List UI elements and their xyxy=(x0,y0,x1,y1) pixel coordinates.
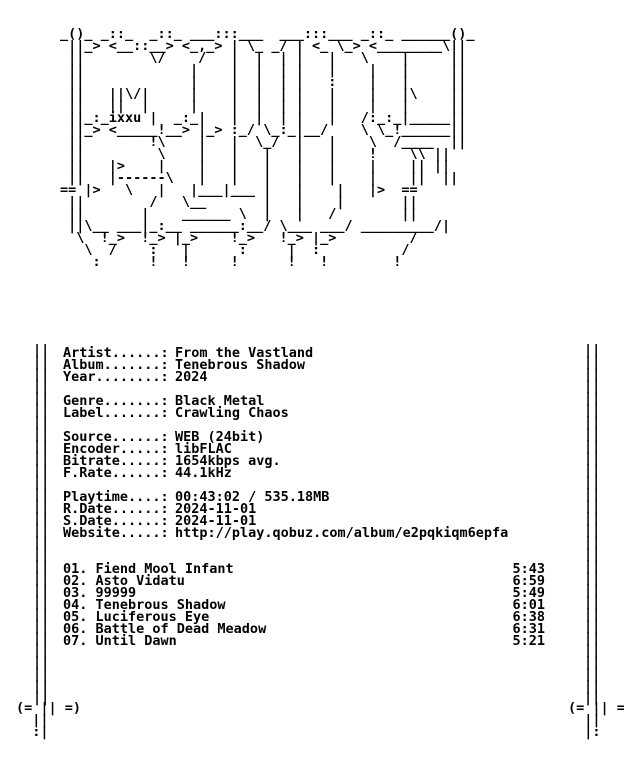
track-duration: 6:38 xyxy=(512,609,545,625)
year-value: 2024 xyxy=(175,369,208,385)
track-title: 06. Battle of Dead Meadow xyxy=(63,621,267,637)
tracklist: 01. Fiend Mool Infant 5:43 02. Asto Vidat… xyxy=(63,561,545,649)
track-title: 07. Until Dawn xyxy=(63,633,177,649)
website-link[interactable]: http://play.qobuz.com/album/e2pqkiqm6epf… xyxy=(175,525,509,541)
encoder-key: Encoder.....: xyxy=(63,441,169,457)
frate-value: 44.1kHz xyxy=(175,465,232,481)
left-rail-foot: (= || =) || :| xyxy=(16,700,82,740)
frate-key: F.Rate......: xyxy=(63,465,169,481)
track-title: 01. Fiend Mool Infant xyxy=(63,561,234,577)
rdate-row: R.Date......: 2024-11-01 xyxy=(63,501,563,517)
track-row: 06. Battle of Dead Meadow 6:31 xyxy=(63,621,545,637)
track-title: 03. 99999 xyxy=(63,585,137,601)
bitrate-key: Bitrate.....: xyxy=(63,453,169,469)
source-row: Source......: WEB (24bit) xyxy=(63,429,563,445)
track-title: 02. Asto Vidatu xyxy=(63,573,185,589)
album-value: Tenebrous Shadow xyxy=(175,357,306,373)
track-duration: 6:01 xyxy=(512,597,545,613)
track-row: 07. Until Dawn 5:21 xyxy=(63,633,545,649)
track-row: 04. Tenebrous Shadow 6:01 xyxy=(63,597,545,613)
track-duration: 5:49 xyxy=(512,585,545,601)
ascii-art-logo: _()_ _::_ _::_ ___:::___ ___:::___ _::_ … xyxy=(60,26,475,270)
bitrate-row: Bitrate.....: 1654kbps avg. xyxy=(63,453,563,469)
website-row: Website.....: http://play.qobuz.com/album… xyxy=(63,525,563,541)
right-rail-foot: (= || =) || |: xyxy=(568,700,624,740)
track-row: 01. Fiend Mool Infant 5:43 xyxy=(63,561,545,577)
encoder-value: libFLAC xyxy=(175,441,232,457)
track-title: 05. Luciferous Eye xyxy=(63,609,210,625)
source-value: WEB (24bit) xyxy=(175,429,265,445)
track-duration: 5:21 xyxy=(512,633,545,649)
left-border-rail: || || || || || || || || || || || || || |… xyxy=(33,342,50,706)
artist-key: Artist......: xyxy=(63,345,169,361)
track-duration: 6:59 xyxy=(512,573,545,589)
genre-row: Genre.......: Black Metal xyxy=(63,393,563,409)
track-title: 04. Tenebrous Shadow xyxy=(63,597,226,613)
source-key: Source......: xyxy=(63,429,169,445)
year-key: Year........: xyxy=(63,369,169,385)
track-duration: 5:43 xyxy=(512,561,545,577)
track-row: 05. Luciferous Eye 6:38 xyxy=(63,609,545,625)
encoder-row: Encoder.....: libFLAC xyxy=(63,441,563,457)
track-row: 03. 99999 5:49 xyxy=(63,585,545,601)
frate-row: F.Rate......: 44.1kHz xyxy=(63,465,563,481)
bitrate-value: 1654kbps avg. xyxy=(175,453,281,469)
label-row: Label.......: Crawling Chaos xyxy=(63,405,563,421)
release-info: Artist......: From the Vastland Album....… xyxy=(63,345,563,541)
track-duration: 6:31 xyxy=(512,621,545,637)
playtime-row: Playtime....: 00:43:02 / 535.18MB xyxy=(63,489,563,505)
playtime-key: Playtime....: xyxy=(63,489,169,505)
track-row: 02. Asto Vidatu 6:59 xyxy=(63,573,545,589)
sdate-value: 2024-11-01 xyxy=(175,513,257,529)
label-key: Label.......: xyxy=(63,405,169,421)
rdate-key: R.Date......: xyxy=(63,501,169,517)
rdate-value: 2024-11-01 xyxy=(175,501,257,517)
album-key: Album.......: xyxy=(63,357,169,373)
sdate-row: S.Date......: 2024-11-01 xyxy=(63,513,563,529)
right-border-rail: || || || || || || || || || || || || || |… xyxy=(584,342,601,706)
genre-key: Genre.......: xyxy=(63,393,169,409)
website-key: Website.....: xyxy=(63,525,169,541)
label-value: Crawling Chaos xyxy=(175,405,289,421)
sdate-key: S.Date......: xyxy=(63,513,169,529)
artist-value: From the Vastland xyxy=(175,345,314,361)
playtime-value: 00:43:02 / 535.18MB xyxy=(175,489,330,505)
artist-row: Artist......: From the Vastland xyxy=(63,345,563,361)
year-row: Year........: 2024 xyxy=(63,369,563,385)
album-row: Album.......: Tenebrous Shadow xyxy=(63,357,563,373)
genre-value: Black Metal xyxy=(175,393,265,409)
